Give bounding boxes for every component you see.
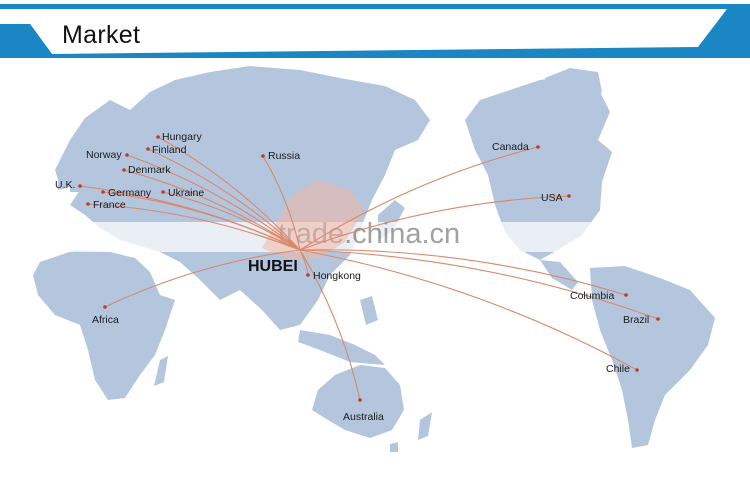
route-norway [126, 154, 301, 251]
label-germany: Germany [108, 187, 152, 199]
dot-norway [125, 153, 129, 157]
label-france: France [93, 199, 126, 211]
route-australia [299, 249, 361, 401]
route-canada [299, 146, 539, 251]
header-banner [0, 4, 750, 58]
route-chile [299, 249, 638, 371]
route-finland [147, 148, 301, 251]
route-brazil [299, 249, 659, 320]
label-hongkong: Hongkong [313, 270, 361, 282]
dot-ukraine [161, 190, 165, 194]
label-hungary: Hungary [162, 131, 202, 143]
dot-uk [78, 184, 82, 188]
route-germany [102, 191, 301, 251]
label-brazil: Brazil [623, 314, 649, 326]
watermark: trade.china.cn [40, 218, 750, 252]
dot-germany [101, 190, 105, 194]
dot-hongkong [306, 273, 310, 277]
route-russia [262, 155, 301, 251]
label-norway: Norway [86, 149, 122, 161]
dot-canada [536, 145, 540, 149]
dot-france [86, 202, 90, 206]
section-header: Market [0, 0, 750, 60]
dot-brazil [656, 317, 660, 321]
route-denmark [123, 169, 301, 251]
label-uk: U.K. [55, 179, 75, 191]
label-finland: Finland [152, 144, 187, 156]
route-ukraine [162, 191, 301, 251]
route-columbia [299, 249, 627, 296]
world-map: trade.china.cn HUBEI Hungary Finland Nor… [33, 66, 750, 452]
route-africa [104, 249, 301, 308]
label-usa: USA [541, 192, 563, 204]
dot-russia [261, 154, 265, 158]
continents [33, 66, 715, 452]
trade-routes [79, 136, 659, 401]
destination-dots [78, 135, 660, 402]
destination-labels: Hungary Finland Norway Denmark U.K. Germ… [55, 131, 649, 423]
label-ukraine: Ukraine [168, 187, 204, 199]
dot-chile [635, 368, 639, 372]
dot-africa [103, 305, 107, 309]
label-denmark: Denmark [128, 164, 171, 176]
label-columbia: Columbia [570, 290, 615, 302]
label-africa: Africa [92, 314, 119, 326]
dot-denmark [122, 168, 126, 172]
dot-columbia [624, 293, 628, 297]
label-canada: Canada [492, 141, 529, 153]
route-usa [299, 195, 570, 251]
page-title: Market [62, 21, 141, 49]
hub-label: HUBEI [248, 258, 298, 275]
label-russia: Russia [268, 150, 300, 162]
dot-usa [567, 194, 571, 198]
label-chile: Chile [606, 363, 630, 375]
dot-finland [146, 147, 150, 151]
label-australia: Australia [343, 411, 384, 423]
dot-hungary [156, 135, 160, 139]
route-hungary [157, 136, 301, 251]
route-france [87, 203, 301, 251]
dot-australia [358, 398, 362, 402]
